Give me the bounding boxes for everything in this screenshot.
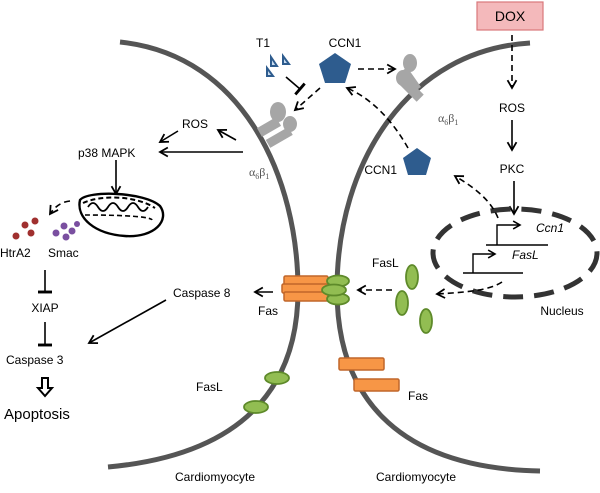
- caspase8-label: Caspase 8: [173, 286, 231, 300]
- secreted-fasl-label: FasL: [372, 256, 399, 270]
- ccn1-expression-arrow: [453, 175, 499, 219]
- intracellular-ccn1-protein: [403, 148, 431, 175]
- left-cell-membrane: [107, 39, 301, 470]
- integrin-to-ros-arrow: [216, 128, 237, 141]
- smac-molecules: [52, 221, 80, 241]
- right-cardiomyocyte-label: Cardiomyocyte: [376, 470, 456, 484]
- left-ros-label: ROS: [182, 117, 208, 131]
- membrane-fas-1: [338, 357, 385, 371]
- intracellular-ccn1-label: CCN1: [364, 163, 397, 177]
- membrane-fas-2: [353, 378, 400, 392]
- nucleus-label: Nucleus: [540, 304, 583, 318]
- htra2-molecules: [12, 217, 39, 240]
- xiap-label: XIAP: [31, 301, 58, 315]
- caspase3-label: Caspase 3: [6, 353, 64, 367]
- pkc-label: PKC: [500, 162, 525, 176]
- nucleus-envelope: [430, 206, 600, 300]
- left-fas-label: Fas: [258, 304, 278, 318]
- apoptosis-arrow: [35, 377, 55, 398]
- mito-release-arrow: [48, 200, 71, 216]
- ccn1-to-left-integrin-arrow: [293, 87, 321, 112]
- right-ros-label: ROS: [499, 101, 525, 115]
- dox-stimulus: DOX: [476, 1, 544, 31]
- right-fas-label: Fas: [408, 389, 428, 403]
- t1-label: T1: [256, 36, 270, 50]
- membrane-fasl-2: [243, 400, 269, 414]
- fasl-gene: FasL: [463, 248, 539, 274]
- t1-inhibitor-molecules: [266, 53, 291, 77]
- htra2-label: HtrA2: [0, 246, 31, 260]
- left-fasl-label: FasL: [196, 380, 223, 394]
- left-integrin-label: α6β1: [249, 165, 269, 181]
- ccn1-secretion-arrow: [345, 86, 409, 149]
- ros-to-p38-arrow: [158, 130, 179, 143]
- left-integrin-a6b1: [256, 102, 297, 148]
- right-integrin-a6b1: [396, 54, 424, 102]
- dox-label: DOX: [495, 8, 526, 24]
- extracellular-ccn1-protein: [319, 53, 351, 83]
- extracellular-ccn1-label: CCN1: [329, 36, 362, 50]
- apoptosis-label: Apoptosis: [4, 406, 70, 423]
- smac-label: Smac: [48, 246, 79, 260]
- secreted-fasl-3: [419, 308, 433, 334]
- fas-fasl-complex: [281, 274, 350, 306]
- left-cardiomyocyte-label: Cardiomyocyte: [175, 470, 255, 484]
- membrane-fasl-1: [264, 371, 290, 385]
- secreted-fasl-1: [405, 264, 419, 290]
- p38-mapk-label: p38 MAPK: [78, 146, 135, 160]
- t1-inhibition-bar: [285, 76, 306, 96]
- ccn1-gene: Ccn1: [486, 220, 564, 246]
- fasl-gene-label: FasL: [512, 248, 539, 262]
- secreted-fasl-2: [395, 290, 409, 316]
- caspase8-to-caspase3-arrow: [87, 299, 167, 344]
- fasl-expression-arrow: [435, 281, 503, 299]
- right-integrin-label: α6β1: [438, 111, 458, 127]
- mitochondrion: [78, 192, 165, 238]
- ccn1-gene-label: Ccn1: [536, 221, 564, 235]
